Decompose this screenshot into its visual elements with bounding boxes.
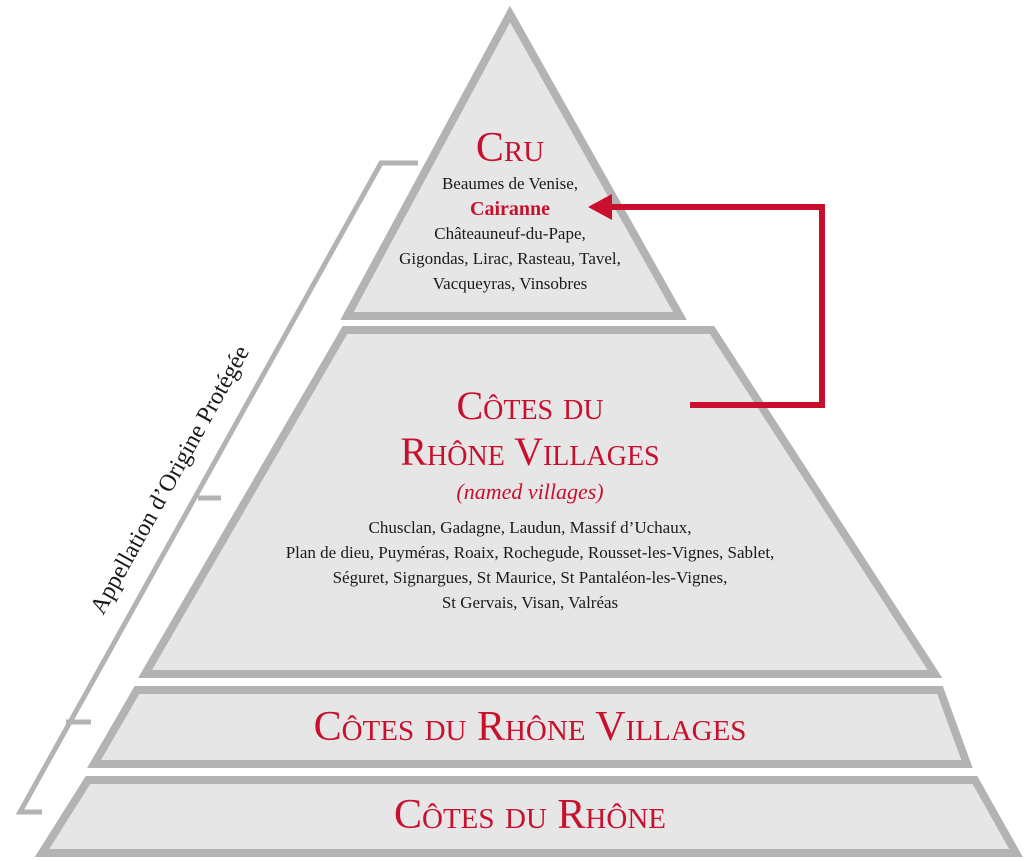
tier-base-shape bbox=[34, 776, 1023, 857]
named-villages-subtitle: (named villages) bbox=[456, 479, 604, 504]
named-villages-title: Côtes du bbox=[456, 383, 604, 428]
tier-named-villages-shape bbox=[138, 326, 943, 678]
cru-line: Gigondas, Lirac, Rasteau, Tavel, bbox=[399, 249, 621, 268]
named-villages-line: Plan de dieu, Puyméras, Roaix, Rochegude… bbox=[285, 543, 775, 562]
cru-line: Vacqueyras, Vinsobres bbox=[432, 274, 588, 293]
tier-villages-shape bbox=[87, 686, 973, 768]
cru-line: Châteauneuf-du-Pape, bbox=[434, 224, 586, 243]
tier-cru-shape bbox=[340, 5, 687, 320]
cru-title: Cru bbox=[475, 125, 545, 171]
cru-highlight-cairanne: Cairanne bbox=[470, 198, 550, 220]
named-villages-line: Séguret, Signargues, St Maurice, St Pant… bbox=[332, 568, 728, 587]
cru-line: Beaumes de Venise, bbox=[441, 174, 579, 193]
named-villages-line: Chusclan, Gadagne, Laudun, Massif d’Ucha… bbox=[368, 518, 692, 537]
villages-title: Côtes du Rhône Villages bbox=[313, 704, 747, 750]
named-villages-title: Rhône Villages bbox=[400, 429, 660, 474]
named-villages-line: St Gervais, Visan, Valréas bbox=[441, 593, 619, 612]
promotion-arrow bbox=[588, 194, 825, 408]
aop-bracket bbox=[15, 160, 418, 815]
base-title: Côtes du Rhône bbox=[394, 792, 666, 838]
